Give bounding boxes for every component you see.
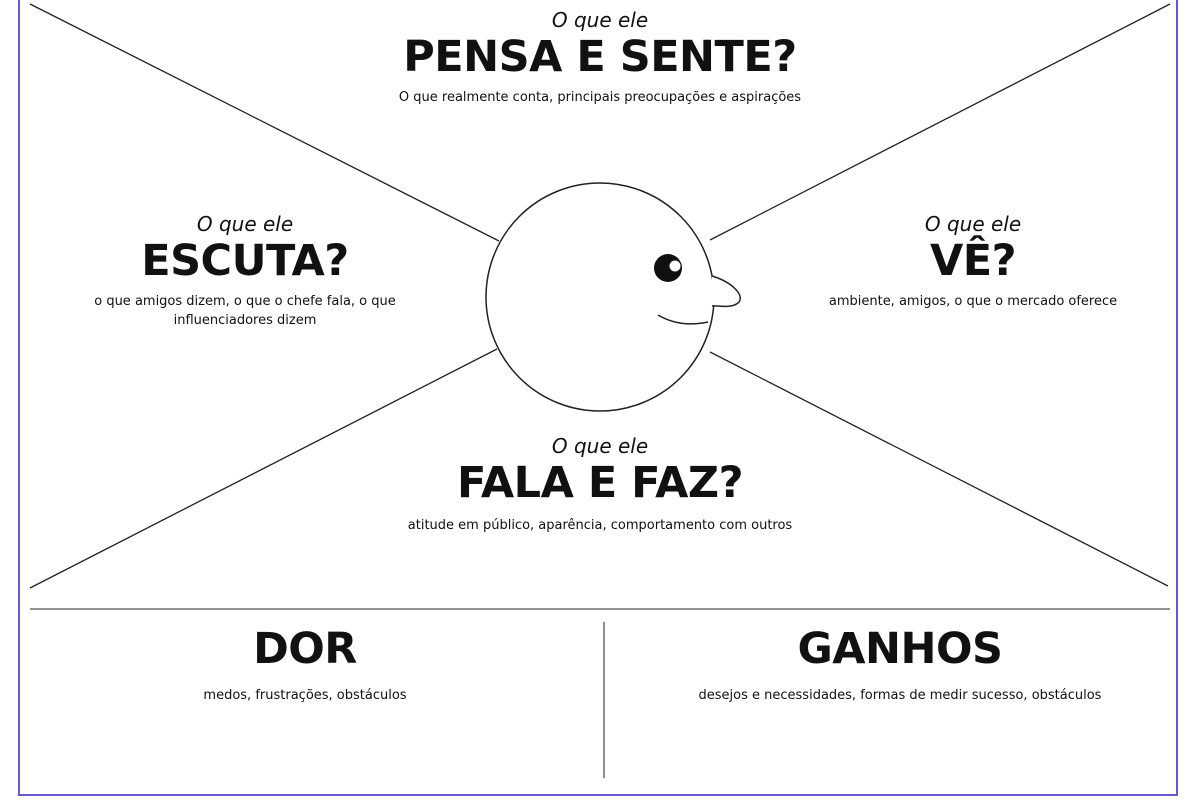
section-description: ambiente, amigos, o que o mercado oferec… bbox=[828, 294, 1118, 309]
section-ganhos: GANHOS desejos e necessidades, formas de… bbox=[690, 624, 1110, 705]
section-title: VÊ? bbox=[929, 236, 1017, 286]
section-dor: DOR medos, frustrações, obstáculos bbox=[130, 624, 480, 705]
section-kicker: O que ele bbox=[196, 212, 294, 236]
diagonal-top-left-line bbox=[29, 3, 500, 242]
section-escuta: O que ele ESCUTA? o que amigos dizem, o … bbox=[60, 212, 430, 330]
eye-highlight bbox=[669, 260, 681, 272]
section-title: ESCUTA? bbox=[141, 236, 349, 286]
diagonal-top-right-line bbox=[709, 3, 1171, 241]
outer-frame bbox=[18, 0, 1178, 796]
section-kicker: O que ele bbox=[551, 8, 649, 32]
section-ve: O que ele VÊ? ambiente, amigos, o que o … bbox=[800, 212, 1146, 311]
section-description: atitude em público, aparência, comportam… bbox=[407, 518, 793, 533]
section-description: desejos e necessidades, formas de medir … bbox=[698, 688, 1102, 703]
section-kicker: O que ele bbox=[551, 434, 649, 458]
diagonal-bottom-right-line bbox=[709, 351, 1169, 587]
section-fala-e-faz: O que ele FALA E FAZ? atitude em público… bbox=[380, 434, 820, 535]
smile-line bbox=[657, 314, 709, 325]
section-kicker: O que ele bbox=[924, 212, 1022, 236]
diagonal-bottom-left-line bbox=[29, 348, 498, 589]
section-title: PENSA E SENTE? bbox=[403, 32, 797, 82]
section-title: GANHOS bbox=[797, 624, 1003, 674]
section-description: O que realmente conta, principais preocu… bbox=[398, 90, 802, 105]
section-description: medos, frustrações, obstáculos bbox=[203, 688, 407, 703]
section-title: FALA E FAZ? bbox=[456, 458, 744, 508]
face-icon bbox=[485, 182, 741, 412]
section-title: DOR bbox=[253, 624, 357, 674]
head-circle bbox=[485, 182, 715, 412]
nose-shape bbox=[711, 275, 741, 308]
section-description: o que amigos dizem, o que o chefe fala, … bbox=[94, 294, 396, 328]
section-pensa-e-sente: O que ele PENSA E SENTE? O que realmente… bbox=[380, 8, 820, 107]
